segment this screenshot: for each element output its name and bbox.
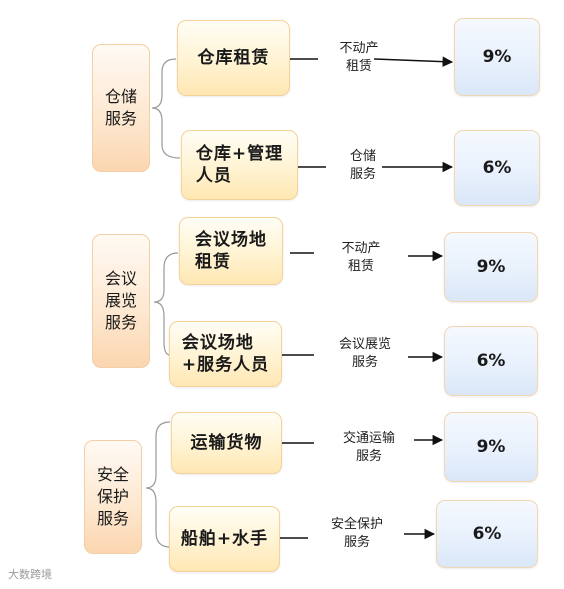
category-box-security: 安全 保护 服务 (84, 440, 142, 554)
rate-box-2: 6% (454, 130, 540, 206)
rate-box-5: 9% (444, 412, 538, 482)
watermark-text: 大数跨境 (8, 568, 52, 581)
item-box-venue-staff: 会议场地 +服务人员 (169, 321, 282, 387)
tax-label-6: 安全保护 服务 (330, 517, 383, 550)
tax-label-2: 仓储 服务 (349, 149, 376, 182)
item-box-transport-goods: 运输货物 (171, 412, 282, 474)
arrow-1 (373, 56, 454, 67)
category-box-storage: 仓储 服务 (92, 44, 150, 172)
item-box-warehouse-staff: 仓库+管理 人员 (181, 130, 298, 200)
item-box-warehouse-lease: 仓库租赁 (177, 20, 290, 96)
bracket-1 (151, 58, 181, 159)
item-box-ship-crew: 船舶+水手 (169, 506, 280, 572)
bracket-2 (153, 252, 179, 356)
rate-box-3: 9% (444, 232, 538, 302)
item-box-venue-lease: 会议场地 租赁 (179, 217, 283, 285)
rate-box-4: 6% (444, 326, 538, 396)
tax-label-1: 不动产 租赁 (339, 41, 379, 74)
rate-box-6: 6% (436, 500, 538, 568)
tax-label-5: 交通运输 服务 (342, 431, 395, 464)
tax-label-3: 不动产 租赁 (341, 241, 381, 274)
rate-box-1: 9% (454, 18, 540, 96)
tax-label-4: 会议展览 服务 (338, 337, 391, 370)
bracket-3 (145, 421, 171, 548)
category-box-exhibition: 会议 展览 服务 (92, 234, 150, 368)
